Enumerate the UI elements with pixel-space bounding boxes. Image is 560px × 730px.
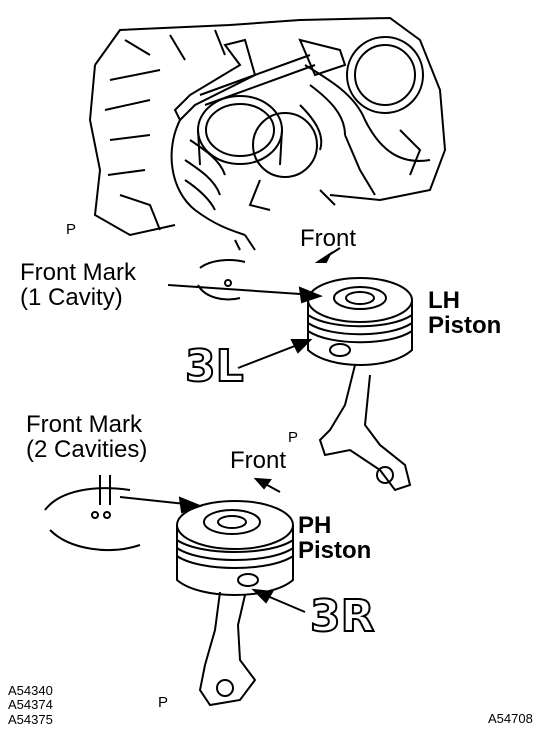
lh-piston-line1: LH — [428, 287, 460, 314]
lh-piston-drawing — [197, 259, 413, 492]
ph-piston-line1: PH — [298, 512, 332, 539]
point-label-mid: P — [288, 429, 299, 446]
lh-piston-line2: Piston — [428, 312, 502, 340]
front-mark-1-label: Front Mark (1 Cavity) — [20, 259, 137, 312]
figure-code-3: A54375 — [8, 711, 53, 727]
ph-piston-line2: Piston — [298, 537, 372, 565]
ph-piston-label: PH Piston — [298, 512, 372, 565]
figure-code-2: A54374 — [8, 697, 53, 713]
lh-piston-label: LH Piston — [428, 287, 502, 340]
front-direction-label-top: Front — [300, 225, 357, 252]
point-label-bottom: P — [158, 694, 169, 711]
front-mark-2-line2: (2 Cavities) — [26, 436, 148, 464]
mark-3r-label: 3R — [309, 591, 375, 642]
front-mark-2-label: Front Mark (2 Cavities) — [26, 411, 148, 464]
figure-codes-left: A54340 A54374 A54375 — [8, 683, 53, 727]
mark-3l-label: 3L — [184, 341, 245, 392]
ph-piston-drawing — [44, 487, 294, 707]
figure-code-right: A54708 — [488, 711, 533, 726]
pointer-arrows — [99, 247, 341, 613]
front-mark-2-line1: Front Mark — [26, 411, 143, 438]
front-mark-1-line2: (1 Cavity) — [20, 284, 123, 312]
point-label-top: P — [66, 221, 77, 238]
figure-code-1: A54340 — [8, 683, 53, 698]
hands-drawing — [170, 64, 431, 251]
front-mark-1-line1: Front Mark — [20, 259, 137, 286]
front-direction-label-mid: Front — [230, 447, 287, 474]
engine-block-drawing — [88, 16, 447, 237]
